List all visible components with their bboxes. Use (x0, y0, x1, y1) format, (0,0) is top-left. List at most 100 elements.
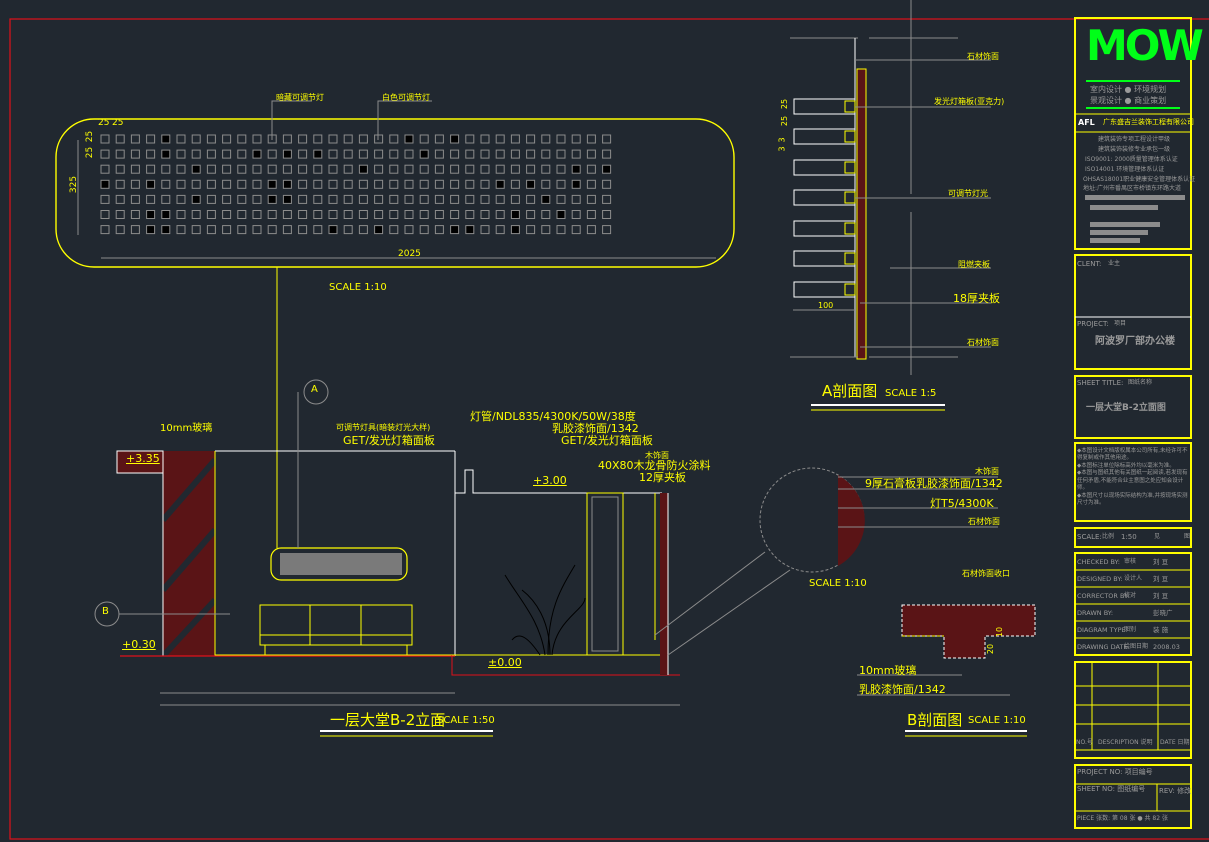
section-b-title: B剖面图 (907, 711, 963, 729)
grid-cell-lit (161, 210, 171, 219)
grid-cell (541, 210, 551, 219)
grid-cell (206, 164, 216, 174)
sheet-border (9, 18, 1209, 840)
grid-cell (389, 134, 399, 144)
grid-cell (450, 194, 460, 204)
signoff-label-cn: 审核 (1124, 558, 1137, 565)
grid-cell (298, 194, 308, 204)
fin-bracket (844, 161, 856, 174)
dim-width: 2025 (398, 249, 421, 259)
grid-cell (313, 179, 323, 189)
grid-cell (298, 225, 308, 235)
grid-cell (480, 164, 490, 174)
panel-scale: SCALE 1:10 (329, 282, 387, 293)
grid-cell (480, 179, 490, 189)
grid-cell-lit (556, 210, 566, 219)
section-b (857, 604, 1036, 737)
grid-cell (571, 225, 581, 235)
grid-cell (267, 164, 277, 174)
signoff-label-cn: 校对 (1124, 592, 1137, 599)
scale-value: 1:50 (1121, 533, 1137, 541)
grid-cell (146, 134, 156, 144)
grid-cell-lit (100, 179, 110, 189)
grid-cell (571, 149, 581, 159)
grid-cell (556, 134, 566, 144)
grid-cell (206, 225, 216, 235)
grid-cell (480, 194, 490, 204)
grid-cell (100, 134, 110, 144)
grid-cell-lit (602, 164, 612, 174)
grid-cell (586, 134, 596, 144)
grid-cell (586, 194, 596, 204)
grid-cell (191, 134, 201, 144)
callout-plank: 12厚夹板 (639, 471, 686, 484)
grid-cell (465, 149, 475, 159)
grid-cell-lit (161, 134, 171, 144)
grid-cell (328, 164, 338, 174)
grid-cell (389, 164, 399, 174)
section-marker-a[interactable]: A (311, 384, 318, 395)
grid-cell (313, 225, 323, 235)
grid-cell (191, 225, 201, 235)
grid-cell (328, 210, 338, 219)
cert-5: OHSAS18001职业健康安全管理体系认证 (1083, 176, 1196, 183)
grid-cell (586, 149, 596, 159)
grid-cell (222, 134, 232, 144)
grid-cell (434, 164, 444, 174)
grid-cell-lit (571, 164, 581, 174)
grid-cell (115, 179, 125, 189)
dim-spacing-v1: 25 (85, 130, 96, 143)
grid-cell (206, 134, 216, 144)
grid-cell (556, 225, 566, 235)
grid-cell (100, 149, 110, 159)
grid-cell (328, 194, 338, 204)
section-a-label-4: 阻燃夹板 (958, 260, 990, 269)
company-logo-mark: AFL (1078, 118, 1095, 127)
section-b-scale: SCALE 1:10 (968, 715, 1026, 726)
grid-cell (510, 194, 520, 204)
grid-cell (434, 149, 444, 159)
signoff-label: DESIGNED BY: (1077, 575, 1123, 583)
grid-cell-lit (191, 194, 201, 204)
grid-cell (434, 179, 444, 189)
level-000: ±0.00 (488, 656, 522, 669)
grid-cell (404, 225, 414, 235)
section-marker-b[interactable]: B (102, 606, 109, 617)
dim-spacing-h1: 25 (98, 118, 110, 128)
signoff-label: CORRECTOR BY: (1077, 592, 1130, 600)
grid-cell-lit (465, 225, 475, 235)
dim-height: 325 (69, 175, 80, 194)
grid-cell-lit (267, 179, 277, 189)
grid-cell (176, 210, 186, 219)
grid-cell (480, 210, 490, 219)
section-b-top-label: 石材饰面收口 (962, 569, 1010, 578)
grid-cell (526, 210, 536, 219)
project-label-cn: 项目 (1114, 320, 1127, 327)
grid-cell (571, 210, 581, 219)
grid-cell (176, 149, 186, 159)
grid-cell (571, 194, 581, 204)
callout-get-2: GET/发光灯箱面板 (561, 434, 653, 447)
panel-cell-grid (100, 134, 612, 235)
grid-cell (526, 225, 536, 235)
grid-cell-lit (282, 149, 292, 159)
elevation-title: 一层大堂B-2立面 (330, 711, 446, 729)
grid-cell (252, 194, 262, 204)
grid-cell (510, 179, 520, 189)
grid-cell (389, 225, 399, 235)
grid-cell (404, 164, 414, 174)
grid-cell (191, 210, 201, 219)
grid-cell (358, 149, 368, 159)
grid-cell (526, 194, 536, 204)
grid-cell (298, 210, 308, 219)
grid-cell (358, 210, 368, 219)
grid-cell-lit (267, 194, 277, 204)
grid-cell (130, 134, 140, 144)
grid-cell (465, 134, 475, 144)
grid-cell (510, 149, 520, 159)
grid-cell (374, 134, 384, 144)
grid-cell (267, 210, 277, 219)
sheet-title-label: SHEET TITLE: (1077, 379, 1124, 387)
grid-cell (176, 179, 186, 189)
